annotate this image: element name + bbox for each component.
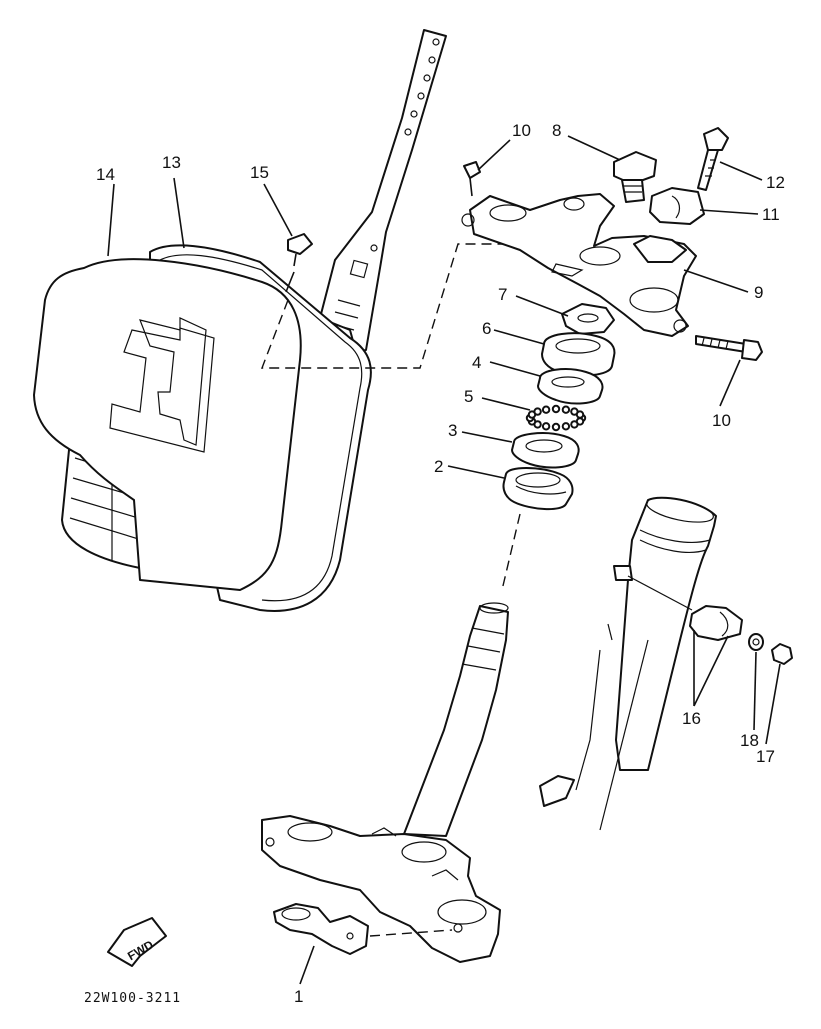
callout-11: 11 bbox=[762, 205, 780, 224]
callout-5: 5 bbox=[464, 387, 473, 406]
ball-bearings bbox=[525, 404, 587, 432]
callout-17: 17 bbox=[756, 747, 775, 766]
callout-4: 4 bbox=[472, 353, 481, 372]
callout-12: 12 bbox=[766, 173, 785, 192]
diagram-code: 22W100-3211 bbox=[84, 991, 181, 1006]
callout-labels: 14 13 15 10 8 12 11 9 7 6 4 5 10 3 2 16 … bbox=[84, 121, 785, 1006]
callout-13: 13 bbox=[162, 153, 181, 172]
bolt-10-upper bbox=[463, 161, 481, 197]
callout-6: 6 bbox=[482, 319, 491, 338]
leader-lines bbox=[107, 135, 781, 985]
number-plate: 1 bbox=[33, 258, 302, 591]
handlebar-holder bbox=[649, 187, 705, 225]
bolt-10-right bbox=[695, 335, 763, 361]
washer-18 bbox=[748, 633, 764, 651]
bearing-race-3 bbox=[511, 432, 580, 469]
under-bracket-stem bbox=[261, 513, 521, 963]
fork-guide-clamp bbox=[689, 605, 743, 641]
callout-8: 8 bbox=[552, 121, 561, 140]
ball bbox=[570, 420, 579, 429]
front-fork-tube bbox=[539, 496, 717, 831]
bearing-race-4 bbox=[537, 368, 604, 405]
ball bbox=[533, 407, 542, 416]
plate-stay-bracket bbox=[319, 29, 447, 353]
ball bbox=[561, 405, 571, 414]
callout-10-upper: 10 bbox=[512, 121, 531, 140]
callout-2: 2 bbox=[434, 457, 443, 476]
fwd-arrow: FWD bbox=[107, 917, 167, 967]
plate-bolt bbox=[260, 233, 520, 369]
bolt-8 bbox=[613, 151, 657, 203]
ball bbox=[561, 422, 571, 431]
ball bbox=[551, 404, 561, 414]
washer-6 bbox=[541, 332, 616, 377]
callout-15: 15 bbox=[250, 163, 269, 182]
ball bbox=[541, 405, 551, 414]
ring-nut bbox=[561, 303, 615, 335]
upper-bracket bbox=[461, 193, 697, 337]
callout-7: 7 bbox=[498, 285, 507, 304]
ball bbox=[551, 422, 561, 432]
callout-16: 16 bbox=[682, 709, 701, 728]
callout-14: 14 bbox=[96, 165, 115, 184]
bolt-17 bbox=[771, 643, 793, 665]
callout-18: 18 bbox=[740, 731, 759, 750]
bearing-2 bbox=[502, 467, 574, 510]
callout-3: 3 bbox=[448, 421, 457, 440]
bolt-12 bbox=[697, 127, 729, 191]
callout-10-right: 10 bbox=[712, 411, 731, 430]
callout-9: 9 bbox=[754, 283, 763, 302]
callout-1: 1 bbox=[294, 987, 303, 1006]
ball bbox=[575, 410, 585, 419]
ball bbox=[541, 422, 551, 431]
